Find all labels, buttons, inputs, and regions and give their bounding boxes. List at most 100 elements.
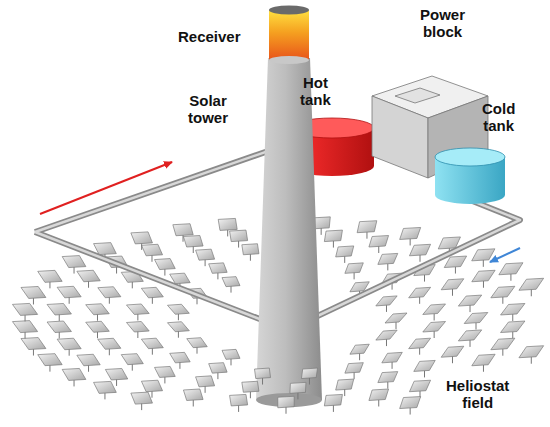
heliostat (230, 230, 248, 248)
heliostat (21, 338, 46, 356)
heliostat (409, 338, 431, 355)
heliostat (324, 230, 342, 248)
heliostat (167, 322, 189, 338)
heliostat (57, 286, 81, 304)
heliostat (301, 368, 317, 385)
heliostat (98, 338, 121, 355)
heliostat (47, 321, 71, 339)
heliostat (441, 346, 464, 363)
part-label: Cold tank (482, 100, 515, 134)
heliostat (278, 396, 294, 414)
heliostat (222, 349, 240, 365)
heliostat (196, 249, 215, 266)
heliostat (121, 354, 143, 371)
heliostat (423, 322, 446, 339)
heliostat (369, 236, 389, 254)
heliostat (38, 270, 62, 288)
heliostat (86, 321, 110, 338)
heliostat (491, 286, 515, 304)
heliostat (12, 303, 37, 321)
heliostat (491, 338, 515, 356)
heliostat (382, 352, 402, 369)
heliostat (400, 397, 421, 415)
heliostat (458, 330, 481, 347)
heliostat (464, 313, 488, 330)
heliostat (126, 322, 149, 339)
heliostat (38, 354, 62, 372)
heliostat (400, 227, 421, 245)
heliostat (376, 330, 397, 346)
heliostat (409, 287, 431, 304)
heliostat-field-front (62, 368, 430, 414)
heliostat (12, 321, 37, 339)
heliostat (141, 244, 162, 262)
heliostat (501, 303, 525, 321)
heliostat (472, 249, 495, 267)
heliostat (170, 352, 190, 369)
heliostat (345, 363, 363, 380)
part-label: Hot tank (300, 74, 331, 108)
heliostat (230, 394, 248, 412)
heliostat (141, 287, 163, 304)
heliostat (77, 354, 100, 372)
heliostat (519, 278, 544, 296)
heliostat (126, 304, 149, 321)
heliostat (173, 224, 193, 242)
heliostat (519, 346, 544, 364)
heliostat (472, 354, 495, 372)
heliostat (57, 338, 81, 356)
part-label: Solar tower (188, 92, 228, 126)
cold-tank (435, 148, 505, 204)
heliostat (77, 270, 100, 288)
heliostat (345, 263, 363, 280)
part-label: Receiver (178, 28, 241, 45)
heliostat (336, 379, 354, 396)
heliostat (218, 218, 237, 236)
heliostat (409, 380, 430, 398)
heliostat (336, 246, 354, 263)
part-label: Power block (420, 6, 465, 40)
heliostat (444, 256, 466, 274)
heliostat (385, 313, 407, 329)
heliostat (155, 259, 176, 276)
heliostat (98, 287, 121, 304)
cold-flow-arrow (490, 248, 520, 262)
solar-tower (256, 58, 322, 407)
heliostat (357, 221, 377, 239)
heliostat (423, 304, 446, 321)
heliostat (94, 381, 117, 399)
heliostat (167, 304, 189, 320)
heliostat (324, 394, 342, 412)
heliostat (187, 338, 207, 354)
heliostat (183, 389, 203, 407)
heliostat (499, 263, 523, 281)
heliostat (472, 270, 495, 288)
heliostat (501, 321, 525, 339)
heliostat (222, 277, 240, 293)
receiver (269, 6, 309, 65)
heliostat (441, 279, 464, 296)
heliostat (47, 303, 71, 321)
heliostat (350, 344, 369, 360)
heliostat (141, 338, 163, 355)
heliostat (369, 389, 389, 407)
part-label: Heliostat field (446, 377, 509, 411)
heliostat (86, 304, 110, 321)
heliostat (378, 372, 398, 389)
heliostat (376, 296, 397, 312)
heliostat (458, 295, 481, 312)
heliostat (209, 263, 227, 280)
heliostat (62, 368, 86, 386)
heliostat (409, 244, 430, 262)
heliostat (414, 360, 435, 377)
heliostat (21, 286, 46, 304)
heliostat (62, 256, 86, 274)
hot-flow-arrow (40, 162, 172, 214)
heliostat (131, 232, 153, 250)
heliostat (242, 244, 259, 261)
heliostat (183, 236, 203, 254)
heliostat (378, 253, 398, 270)
heliostat (131, 392, 153, 410)
